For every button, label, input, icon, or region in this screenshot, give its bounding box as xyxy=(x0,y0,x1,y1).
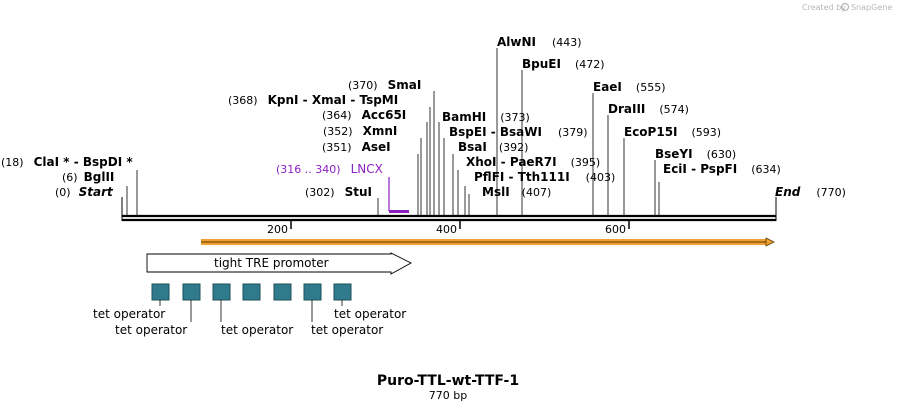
operator-label: tet operator xyxy=(221,323,293,337)
site-stui: (302)StuI xyxy=(305,185,372,199)
site-clai-bspdi: (18)ClaI * - BspDI * xyxy=(1,155,133,169)
operator-box xyxy=(212,283,231,301)
start-marker: (0)Start xyxy=(55,185,114,199)
site-xhoi-paer7i: XhoI - PaeR7I(395) xyxy=(466,155,600,169)
operator-box xyxy=(151,283,170,301)
site-bspei-bsawi: BspEI - BsaWI(379) xyxy=(449,125,588,139)
site-bamhi: BamHI(373) xyxy=(442,110,530,124)
site-eaei: EaeI(555) xyxy=(593,80,666,94)
restriction-sites-right: AlwNI(443) BpuEI(472) BamHI(373) BspEI -… xyxy=(442,35,781,199)
misc-feature-lncx: (316 .. 340)LNCX xyxy=(276,162,409,213)
operator-box xyxy=(273,283,292,301)
site-bglii: (6)BglII xyxy=(62,170,114,184)
site-asei: (351)AseI xyxy=(322,140,391,154)
restriction-sites-left: (6)BglII (18)ClaI * - BspDI * (302)StuI … xyxy=(1,78,421,199)
snapgene-logo-icon xyxy=(840,2,850,12)
operator-label: tet operator xyxy=(311,323,383,337)
credit-text: Created by xyxy=(802,3,846,12)
operator-box xyxy=(242,283,261,301)
credit-brand: SnapGene xyxy=(851,3,892,12)
site-bsai: BsaI(392) xyxy=(458,140,528,154)
svg-text:(316 .. 340)LNCX: (316 .. 340)LNCX xyxy=(276,162,383,176)
site-draiii: DraIII(574) xyxy=(608,102,689,116)
operator-label: tet operator xyxy=(115,323,187,337)
operator-label: tet operator xyxy=(93,307,165,321)
site-smai: (370)SmaI xyxy=(348,78,421,92)
tick-label: 600 xyxy=(605,223,626,236)
tick-label: 200 xyxy=(267,223,288,236)
site-acc65i: (364)Acc65I xyxy=(322,108,406,122)
site-ecii-pspfi: EciI - PspFI(634) xyxy=(663,162,781,176)
site-alwni: AlwNI(443) xyxy=(497,35,582,49)
site-pflfi-tth111i: PflFI - Tth111I(403) xyxy=(474,170,615,184)
site-xmni: (352)XmnI xyxy=(323,124,397,138)
site-bpuei: BpuEI(472) xyxy=(522,57,605,71)
orf-arrow xyxy=(201,237,775,247)
promoter-label: tight TRE promoter xyxy=(214,256,329,270)
ruler: 200 400 600 xyxy=(267,221,630,236)
operator-box xyxy=(182,283,201,301)
site-msli: MslI(407) xyxy=(482,185,551,199)
dna-backbone xyxy=(121,197,777,222)
map-title: Puro-TTL-wt-TTF-1 xyxy=(377,373,519,389)
operator-box xyxy=(303,283,322,301)
site-ecop15i: EcoP15I(593) xyxy=(624,125,721,139)
operator-box xyxy=(333,283,352,301)
map-length: 770 bp xyxy=(429,389,467,402)
end-marker: End(770) xyxy=(775,185,846,199)
site-bseyi: BseYI(630) xyxy=(655,147,736,161)
operator-label: tet operator xyxy=(334,307,406,321)
promoter-tight-tre: tight TRE promoter xyxy=(146,252,412,275)
tet-operators: tet operator tet operator tet operator t… xyxy=(93,283,406,337)
site-kpni-xmai-tspmi: (368)KpnI - XmaI - TspMI xyxy=(228,93,398,107)
tick-label: 400 xyxy=(436,223,457,236)
site-stems xyxy=(126,48,660,216)
